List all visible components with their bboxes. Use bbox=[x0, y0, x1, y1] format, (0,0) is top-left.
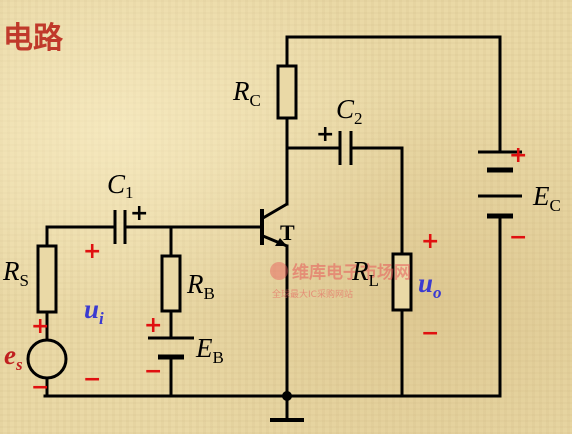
label-rb: RB bbox=[186, 269, 215, 303]
emitter-arrow-icon bbox=[275, 238, 287, 246]
battery-eb bbox=[148, 336, 194, 360]
c1-plus-mark: + bbox=[130, 201, 148, 226]
ground-node-dot bbox=[282, 391, 292, 401]
ui-plus-mark: + bbox=[83, 239, 101, 264]
watermark-logo-icon bbox=[270, 262, 288, 280]
resistor-rs bbox=[36, 244, 58, 314]
watermark-main: 维库电子市场网 bbox=[292, 262, 411, 283]
label-es: es bbox=[4, 340, 23, 374]
resistor-rl bbox=[391, 252, 413, 312]
ui-minus-mark: − bbox=[83, 367, 101, 392]
wire-top-rail bbox=[285, 35, 502, 154]
label-rc: RC bbox=[232, 76, 261, 110]
wires bbox=[43, 35, 502, 422]
capacitor-c1 bbox=[113, 210, 127, 244]
uo-plus-mark: + bbox=[421, 229, 439, 254]
es-minus-mark: − bbox=[31, 375, 49, 400]
watermark: 维库电子市场网 全球最大IC采购网站 bbox=[270, 262, 411, 300]
ec-minus-mark: − bbox=[509, 225, 527, 250]
signal-source-es bbox=[26, 338, 68, 380]
wire-c2-to-rl bbox=[350, 146, 404, 256]
label-eb: EB bbox=[195, 333, 224, 367]
wire-input bbox=[45, 225, 115, 248]
resistor-rc bbox=[276, 64, 298, 120]
eb-minus-mark: − bbox=[144, 359, 162, 384]
label-c1: C1 bbox=[107, 169, 134, 202]
label-uo: uo bbox=[418, 268, 442, 302]
c2-plus-mark: + bbox=[316, 122, 334, 147]
ec-plus-mark: + bbox=[509, 143, 527, 168]
watermark-sub: 全球最大IC采购网站 bbox=[272, 288, 353, 300]
label-transistor: T bbox=[280, 220, 295, 245]
resistor-rb bbox=[160, 254, 182, 313]
label-ec: EC bbox=[532, 181, 561, 215]
label-rs: RS bbox=[2, 256, 29, 290]
battery-ec bbox=[478, 150, 522, 219]
eb-plus-mark: + bbox=[144, 313, 162, 338]
label-c2: C2 bbox=[336, 94, 363, 128]
uo-minus-mark: − bbox=[421, 321, 439, 346]
capacitor-c2 bbox=[338, 131, 353, 165]
label-rl: RL bbox=[351, 256, 379, 290]
page-title: 电路 bbox=[3, 21, 64, 56]
transistor-t bbox=[260, 202, 288, 248]
label-ui: ui bbox=[84, 294, 104, 328]
es-plus-mark: + bbox=[31, 314, 49, 339]
